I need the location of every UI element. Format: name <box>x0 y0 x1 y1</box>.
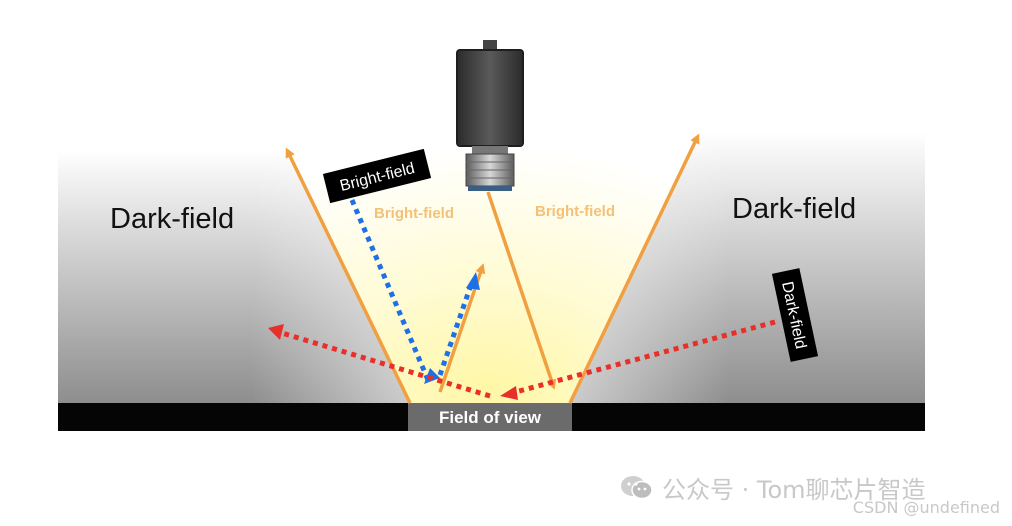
orange-ray-bright-down <box>486 191 557 390</box>
red-ray-outgoing <box>281 330 491 399</box>
watermark-sub: CSDN @undefined <box>852 498 1000 517</box>
red-arrowhead-right <box>500 386 518 400</box>
blue-ray-outgoing <box>437 281 475 376</box>
left-gray-fade <box>58 150 410 405</box>
blue-ray-incoming <box>349 199 431 381</box>
field-of-view-label: Field of view <box>439 408 542 427</box>
bright-field-right-label: Bright-field <box>535 203 615 220</box>
watermark-main-text: 公众号 · Tom聊芯片智造 <box>662 476 926 504</box>
field-of-view-box <box>408 403 572 431</box>
orange-ray-right <box>568 133 700 404</box>
bright-field-glow <box>245 80 735 405</box>
camera-icon <box>456 40 524 191</box>
blue-arrowhead-up <box>466 272 480 290</box>
dark-field-right-label: Dark-field <box>732 193 856 225</box>
dark-field-left-label: Dark-field <box>110 203 234 235</box>
orange-ray-left <box>285 147 412 404</box>
bright-field-left-label: Bright-field <box>374 205 454 222</box>
wechat-icon <box>621 475 653 499</box>
right-gray-fade <box>570 132 925 405</box>
watermark-main: 公众号 · Tom聊芯片智造 <box>620 470 926 505</box>
red-arrowhead-left <box>268 324 284 340</box>
